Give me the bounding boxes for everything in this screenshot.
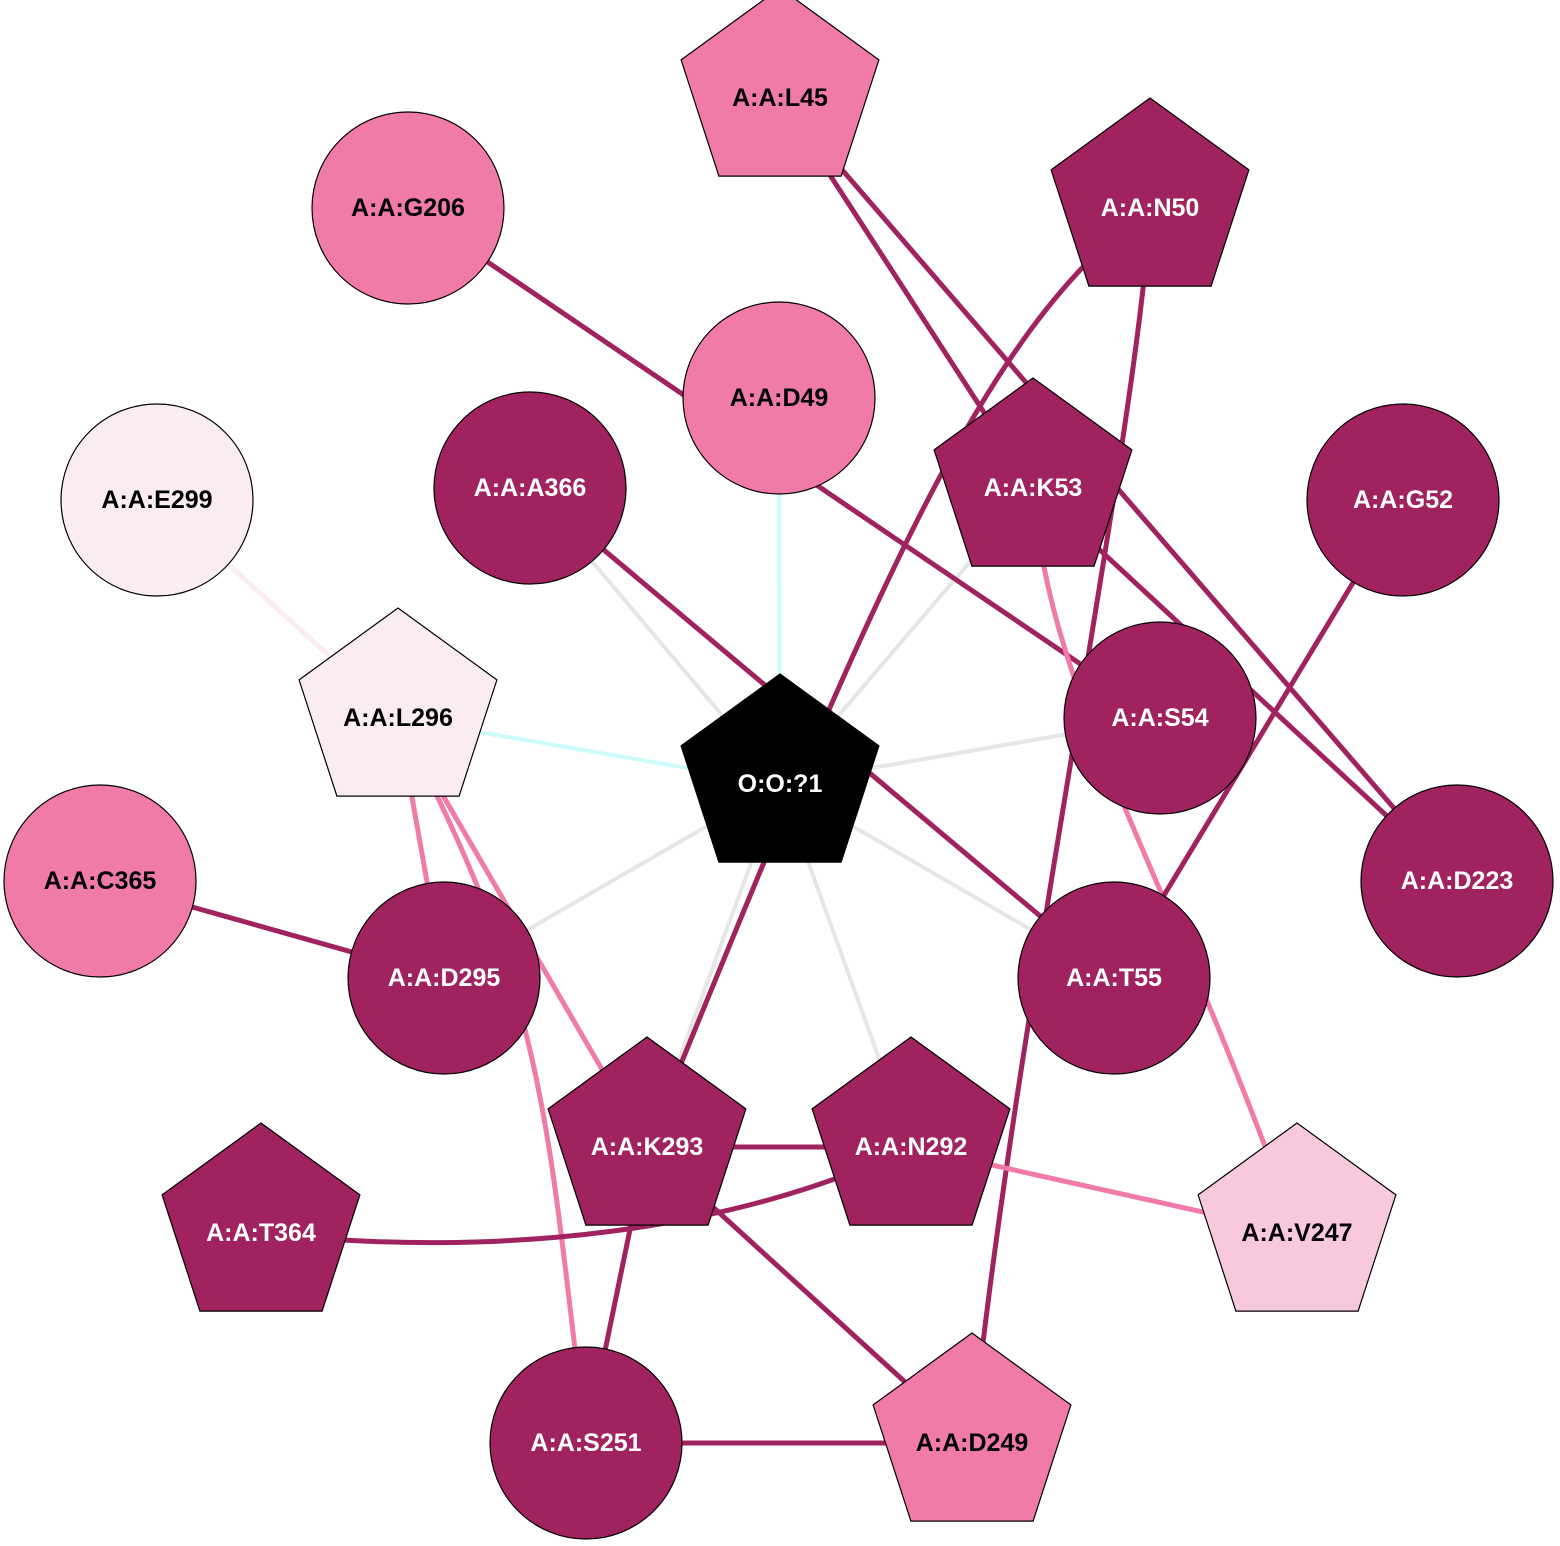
node-s54-circle — [1063, 621, 1257, 815]
node-k53-label: A:A:K53 — [984, 474, 1083, 502]
node-n50-label: A:A:N50 — [1101, 194, 1200, 222]
node-g52-label: A:A:G52 — [1353, 486, 1453, 514]
node-t55[interactable]: A:A:T55 — [1017, 881, 1211, 1075]
node-s251-circle — [489, 1346, 683, 1540]
node-k293-label: A:A:K293 — [591, 1133, 704, 1161]
node-k53-pentagon — [933, 377, 1133, 567]
node-n292-pentagon — [811, 1036, 1011, 1226]
node-e299-circle — [60, 403, 254, 597]
node-n292[interactable]: A:A:N292 — [811, 1036, 1011, 1226]
node-l45[interactable]: A:A:L45 — [680, 0, 880, 177]
node-d49-label: A:A:D49 — [730, 384, 829, 412]
node-g52-circle — [1306, 403, 1500, 597]
node-d49[interactable]: A:A:D49 — [682, 301, 876, 495]
node-o1-label: O:O:?1 — [738, 770, 823, 798]
node-l296-pentagon — [298, 607, 498, 797]
node-t364-label: A:A:T364 — [206, 1219, 316, 1247]
node-d249-pentagon — [872, 1332, 1072, 1522]
node-t55-circle — [1017, 881, 1211, 1075]
edge-n50-k293 — [644, 205, 1152, 1148]
node-s54[interactable]: A:A:S54 — [1063, 621, 1257, 815]
node-n50[interactable]: A:A:N50 — [1050, 97, 1250, 287]
node-c365-circle — [3, 784, 197, 978]
node-s251-label: A:A:S251 — [530, 1429, 641, 1457]
node-d295-label: A:A:D295 — [388, 964, 501, 992]
node-o1-pentagon — [680, 673, 880, 863]
node-g52[interactable]: A:A:G52 — [1306, 403, 1500, 597]
node-e299[interactable]: A:A:E299 — [60, 403, 254, 597]
node-n50-pentagon — [1050, 97, 1250, 287]
node-t55-label: A:A:T55 — [1066, 964, 1162, 992]
node-k293-pentagon — [547, 1036, 747, 1226]
node-v247-label: A:A:V247 — [1241, 1219, 1352, 1247]
node-s54-label: A:A:S54 — [1111, 704, 1208, 732]
node-a366-circle — [433, 391, 627, 585]
node-t364[interactable]: A:A:T364 — [161, 1122, 361, 1312]
node-v247-pentagon — [1197, 1122, 1397, 1312]
edge-n50-d249 — [969, 207, 1153, 1444]
node-l296-label: A:A:L296 — [343, 704, 453, 732]
node-l45-pentagon — [680, 0, 880, 177]
node-d249[interactable]: A:A:D249 — [872, 1332, 1072, 1522]
node-v247[interactable]: A:A:V247 — [1197, 1122, 1397, 1312]
node-c365[interactable]: A:A:C365 — [3, 784, 197, 978]
edge-k53-v247 — [1030, 487, 1300, 1234]
node-l296[interactable]: A:A:L296 — [298, 607, 498, 797]
node-a366-label: A:A:A366 — [474, 474, 587, 502]
node-d223-label: A:A:D223 — [1401, 867, 1514, 895]
node-d249-label: A:A:D249 — [916, 1429, 1029, 1457]
node-d295-circle — [347, 881, 541, 1075]
node-a366[interactable]: A:A:A366 — [433, 391, 627, 585]
node-k53[interactable]: A:A:K53 — [933, 377, 1133, 567]
node-o1[interactable]: O:O:?1 — [680, 673, 880, 863]
node-c365-label: A:A:C365 — [44, 867, 157, 895]
node-d295[interactable]: A:A:D295 — [347, 881, 541, 1075]
node-g206[interactable]: A:A:G206 — [311, 111, 505, 305]
node-k293[interactable]: A:A:K293 — [547, 1036, 747, 1226]
node-n292-label: A:A:N292 — [855, 1133, 968, 1161]
node-g206-label: A:A:G206 — [351, 194, 465, 222]
node-d223-circle — [1360, 784, 1554, 978]
node-s251[interactable]: A:A:S251 — [489, 1346, 683, 1540]
node-g206-circle — [311, 111, 505, 305]
node-e299-label: A:A:E299 — [101, 486, 212, 514]
node-l45-label: A:A:L45 — [732, 84, 828, 112]
edge-l296-s251 — [395, 716, 589, 1444]
node-d223[interactable]: A:A:D223 — [1360, 784, 1554, 978]
node-t364-pentagon — [161, 1122, 361, 1312]
node-d49-circle — [682, 301, 876, 495]
